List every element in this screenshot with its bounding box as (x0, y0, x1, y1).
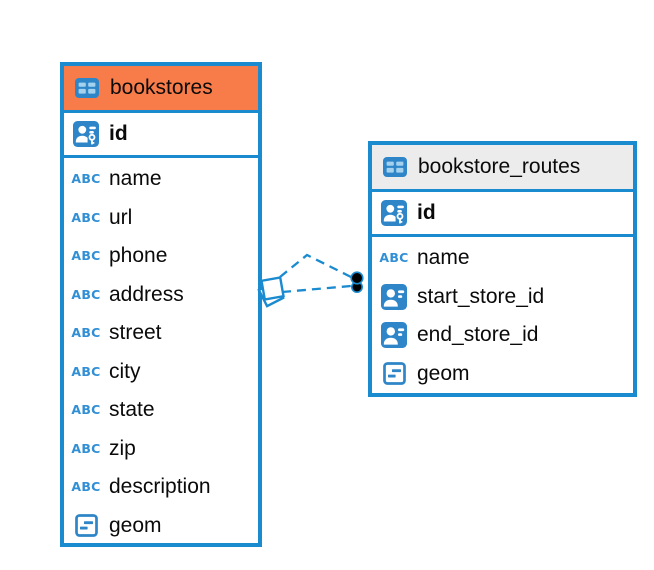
column-row[interactable]: ABC city (64, 353, 258, 392)
abc-text-type-icon: ABC (71, 171, 101, 186)
geometry-type-icon (72, 514, 100, 537)
column-row[interactable]: ABC state (64, 391, 258, 430)
table-title: bookstore_routes (418, 155, 581, 178)
column-row[interactable]: end_store_id (372, 316, 633, 355)
abc-text-type-icon: ABC (71, 363, 101, 379)
table-title: bookstores (110, 76, 213, 99)
column-row[interactable]: ABC description (64, 468, 258, 507)
abc-text-type-icon: ABC (379, 250, 409, 265)
column-list-bookstores: ABC name ABC url ABC phone ABC address A… (64, 158, 258, 545)
pk-row-routes-id[interactable]: id (372, 192, 633, 237)
column-label: state (109, 398, 155, 422)
column-label: geom (109, 513, 162, 537)
pk-column-label: id (417, 201, 436, 224)
column-row[interactable]: ABC url (64, 199, 258, 238)
column-label: city (109, 359, 141, 383)
person-key-icon (380, 200, 408, 226)
column-label: end_store_id (417, 323, 539, 347)
column-row[interactable]: start_store_id (372, 278, 633, 317)
abc-text-type-icon: ABC (71, 440, 101, 456)
column-row[interactable]: ABC phone (64, 237, 258, 276)
pk-column-label: id (109, 122, 128, 145)
column-row[interactable]: geom (372, 355, 633, 394)
table-header-bookstores[interactable]: bookstores (64, 66, 258, 113)
abc-text-type-icon: ABC (71, 286, 101, 302)
column-label: phone (109, 244, 168, 268)
person-card-reference-icon (380, 284, 408, 310)
column-row[interactable]: ABC address (64, 276, 258, 315)
column-label: name (109, 167, 162, 191)
column-row[interactable]: ABC name (372, 239, 633, 278)
column-label: name (417, 246, 470, 270)
person-card-reference-icon (380, 322, 408, 348)
abc-text-type-icon: ABC (71, 402, 101, 417)
column-row[interactable]: ABC name (64, 160, 258, 199)
column-row[interactable]: ABC zip (64, 430, 258, 469)
column-list-bookstore-routes: ABC name start_store_id end_store_id ge (372, 237, 633, 393)
target-dot-marker (350, 271, 364, 293)
column-label: url (109, 205, 133, 229)
abc-text-type-icon: ABC (71, 248, 101, 263)
table-card-bookstore-routes[interactable]: bookstore_routes id ABC name start_store… (368, 141, 637, 397)
abc-text-type-icon: ABC (71, 209, 101, 225)
abc-text-type-icon: ABC (71, 479, 101, 494)
table-card-bookstores[interactable]: bookstores id ABC name ABC url ABC phone… (60, 62, 262, 547)
table-icon (381, 157, 409, 177)
relationship-line-bent (279, 253, 352, 279)
column-row[interactable]: ABC street (64, 314, 258, 353)
relationship-line-straight (281, 284, 352, 294)
column-label: geom (417, 361, 470, 385)
pk-row-bookstores-id[interactable]: id (64, 113, 258, 158)
column-label: start_store_id (417, 284, 545, 308)
column-row[interactable]: geom (64, 507, 258, 546)
column-label: address (109, 282, 184, 306)
abc-text-type-icon: ABC (71, 325, 101, 340)
column-label: zip (109, 436, 136, 460)
table-header-bookstore-routes[interactable]: bookstore_routes (372, 145, 633, 192)
column-label: street (109, 321, 162, 345)
source-diamond-marker (257, 276, 285, 308)
person-key-icon (72, 121, 100, 147)
table-icon (73, 78, 101, 98)
geometry-type-icon (380, 362, 408, 385)
column-label: description (109, 475, 211, 499)
